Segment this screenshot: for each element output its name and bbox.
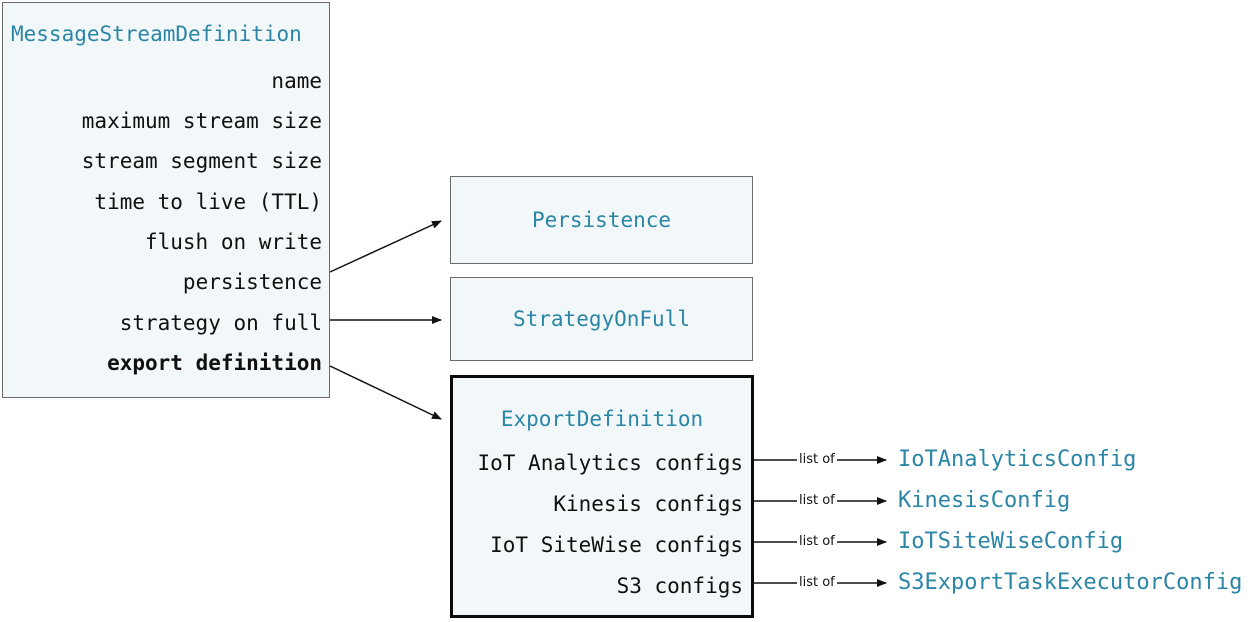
edge-persistence [329,220,442,273]
node-export-definition[interactable]: ExportDefinition IoT Analytics configs K… [450,375,754,618]
field-time-to-live: time to live (TTL) [94,190,322,214]
node-message-stream-definition[interactable]: MessageStreamDefinition name maximum str… [2,2,330,398]
leaf-type-iot-analytics-config[interactable]: IoTAnalyticsConfig [898,447,1137,472]
field-maximum-stream-size: maximum stream size [81,109,322,133]
node-title-export-definition: ExportDefinition [500,407,704,431]
node-strategy-on-full[interactable]: StrategyOnFull [450,277,753,361]
leaf-type-iot-sitewise-config[interactable]: IoTSiteWiseConfig [898,529,1124,554]
field-strategy-on-full: strategy on full [119,311,322,335]
field-export-definition: export definition [107,351,322,375]
edge-export-definition [329,365,442,420]
field-s3-configs: S3 configs [616,574,743,598]
leaf-type-kinesis-config[interactable]: KinesisConfig [898,488,1071,513]
field-iot-sitewise-configs: IoT SiteWise configs [490,533,743,557]
node-title-persistence: Persistence [531,208,672,232]
edge-label-iot-analytics: list of [797,452,837,467]
field-flush-on-write: flush on write [144,230,322,254]
edge-label-iot-sitewise: list of [797,534,837,549]
edge-label-s3: list of [797,575,837,590]
leaf-type-s3-export-task-executor-config[interactable]: S3ExportTaskExecutorConfig [898,570,1243,595]
node-persistence[interactable]: Persistence [450,176,753,264]
node-title-message-stream-definition: MessageStreamDefinition [11,22,302,46]
field-persistence: persistence [182,270,322,294]
field-iot-analytics-configs: IoT Analytics configs [477,451,743,475]
node-title-strategy-on-full: StrategyOnFull [512,307,690,331]
field-stream-segment-size: stream segment size [81,149,322,173]
field-kinesis-configs: Kinesis configs [553,492,743,516]
edge-label-kinesis: list of [797,493,837,508]
field-name: name [271,69,322,93]
